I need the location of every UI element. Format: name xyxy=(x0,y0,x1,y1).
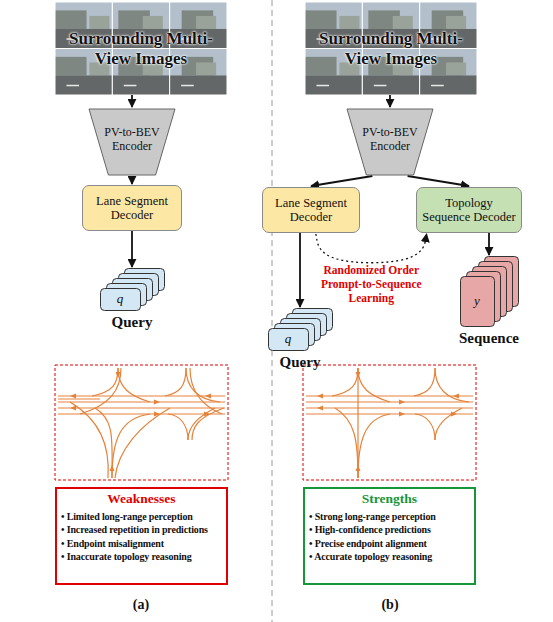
lane-map-b xyxy=(306,368,473,478)
box-node: Topology Sequence Decoder xyxy=(416,187,522,233)
list-node: Strengths• Strong long-range perception•… xyxy=(303,487,476,585)
bullet-item: • Limited long-range perception xyxy=(61,510,222,523)
cards-node: qQuery xyxy=(100,268,164,336)
decoder-label: Lane Segment Decoder xyxy=(83,186,181,230)
panel-label: (a) xyxy=(121,597,161,613)
token-card xyxy=(101,289,141,311)
decoder-label: Topology Sequence Decoder xyxy=(417,188,521,232)
token-symbol: y xyxy=(460,276,494,326)
token-symbol: q xyxy=(268,328,308,350)
flow-arrow xyxy=(389,95,391,107)
result-frame xyxy=(55,365,228,480)
token-card xyxy=(461,277,495,327)
flow-arrow xyxy=(299,233,301,307)
box-node: Lane Segment Decoder xyxy=(82,185,182,231)
result-frame xyxy=(303,365,476,480)
lane-arrowheads-b xyxy=(317,372,459,471)
panel-separator xyxy=(272,0,273,622)
token-stack xyxy=(268,308,334,352)
box-node: Lane Segment Decoder xyxy=(262,187,360,233)
summary-heading: Weaknesses xyxy=(61,491,222,507)
flow-arrow xyxy=(131,231,133,267)
token-symbol: q xyxy=(100,288,140,310)
bullet-item: • Accurate topology reasoning xyxy=(309,550,470,563)
flow-arrow xyxy=(311,176,372,186)
bullet-item: • Endpoint misalignment xyxy=(61,537,222,550)
flow-arrow xyxy=(131,95,133,107)
cards-node: ySequence xyxy=(460,256,518,356)
trap-node: PV-to-BEV Encoder xyxy=(88,108,176,176)
token-stack xyxy=(100,268,166,312)
summary-heading: Strengths xyxy=(309,491,470,507)
image-caption: Surrounding Multi-View Images xyxy=(305,2,477,95)
encoder-label: PV-to-BEV Encoder xyxy=(346,108,434,176)
decoder-label: Lane Segment Decoder xyxy=(263,188,359,232)
list-node: Weaknesses • Limited long-range perceptio… xyxy=(55,487,228,585)
image-caption: Surrounding Multi-View Images xyxy=(55,2,227,95)
output-label: Sequence xyxy=(450,330,528,347)
token-stack xyxy=(460,256,520,328)
lane-arrowheads-a xyxy=(70,372,211,471)
flow-arrow xyxy=(408,176,469,186)
panel-label: (b) xyxy=(370,597,410,613)
bullet-item: • Inaccurate topology reasoning xyxy=(61,550,222,563)
output-label: Query xyxy=(90,314,174,331)
encoder-label: PV-to-BEV Encoder xyxy=(88,108,176,176)
photo-node: Surrounding Multi-View Images xyxy=(55,2,227,95)
edge-label: Randomized Order Prompt-to-Sequence Lear… xyxy=(309,264,434,305)
bullet-item: • Increased repetition in predictions xyxy=(61,523,222,536)
output-label: Query xyxy=(258,354,342,371)
dotted-flow-arrow xyxy=(316,234,427,263)
bullet-item: • High-confidence predictions xyxy=(309,523,470,536)
trap-node: PV-to-BEV Encoder xyxy=(346,108,434,176)
token-card xyxy=(269,329,309,351)
flow-arrow xyxy=(131,176,133,184)
flow-arrow xyxy=(488,233,490,255)
lane-map-a xyxy=(58,368,225,478)
photo-node: Surrounding Multi-View Images xyxy=(305,2,477,95)
cards-node: qQuery xyxy=(268,308,332,376)
bullet-item: • Precise endpoint alignment xyxy=(309,537,470,550)
bullet-item: • Strong long-range perception xyxy=(309,510,470,523)
